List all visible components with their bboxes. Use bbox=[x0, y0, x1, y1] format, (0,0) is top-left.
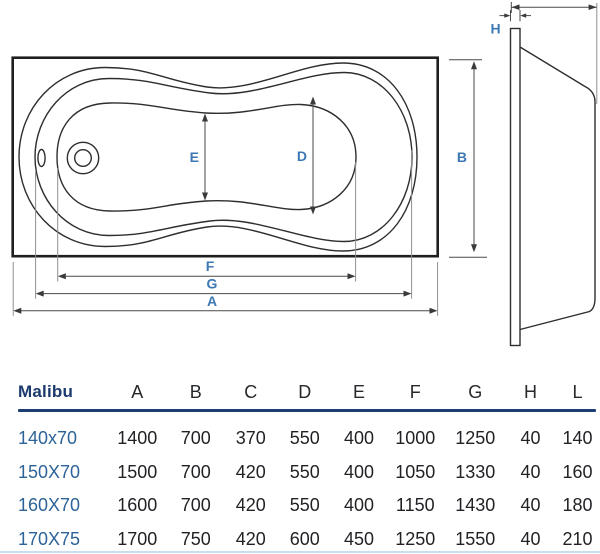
cell-value: 450 bbox=[343, 528, 375, 549]
cell-value: 1550 bbox=[455, 528, 496, 549]
table-header-col-F: F bbox=[409, 381, 421, 402]
cell-value: 550 bbox=[289, 428, 320, 449]
table-row: 140x70 1400 700 370 550 400 1000 1250 40… bbox=[0, 422, 600, 456]
dim-B: B bbox=[449, 59, 487, 258]
dim-side-depth bbox=[510, 2, 598, 104]
table-header-col-A: A bbox=[131, 381, 144, 402]
tub-basin-contour bbox=[56, 102, 357, 212]
bottom-divider bbox=[0, 551, 600, 553]
drain-inner-icon bbox=[73, 148, 92, 167]
dim-label-A: A bbox=[207, 293, 217, 309]
cell-value: 40 bbox=[520, 428, 541, 449]
cell-value: 700 bbox=[180, 495, 211, 516]
dimension-drawing: E D B F bbox=[11, 2, 598, 347]
cell-value: 1330 bbox=[455, 461, 496, 482]
cell-value: 400 bbox=[343, 428, 375, 449]
cell-value: 750 bbox=[180, 528, 211, 549]
dim-H: H bbox=[490, 10, 531, 37]
cell-value: 40 bbox=[520, 528, 541, 549]
cell-value: 1400 bbox=[117, 428, 158, 449]
table-row: 150X70 1500 700 420 550 400 1050 1330 40… bbox=[0, 456, 600, 490]
cell-value: 550 bbox=[289, 461, 320, 482]
dim-G: G bbox=[35, 150, 413, 299]
table-header-col-L: L bbox=[572, 381, 583, 402]
cell-value: 420 bbox=[235, 495, 266, 516]
dim-label-F: F bbox=[206, 258, 215, 274]
cell-value: 400 bbox=[343, 461, 375, 482]
row-label: 160X70 bbox=[18, 495, 81, 516]
cell-value: 370 bbox=[235, 428, 266, 449]
table-header-col-E: E bbox=[352, 381, 365, 402]
dim-D: D bbox=[297, 96, 316, 215]
table-header-col-D: D bbox=[298, 381, 312, 402]
cell-value: 700 bbox=[180, 428, 211, 449]
cell-value: 400 bbox=[343, 495, 375, 516]
row-label: 170X75 bbox=[18, 528, 81, 549]
table-header-col-B: B bbox=[189, 381, 202, 402]
side-view-body bbox=[519, 46, 596, 331]
row-label: 150X70 bbox=[18, 461, 81, 482]
tub-rim-outer-contour bbox=[18, 62, 418, 252]
cell-value: 40 bbox=[520, 495, 541, 516]
cell-value: 700 bbox=[180, 461, 211, 482]
tub-top-view bbox=[11, 56, 439, 258]
cell-value: 210 bbox=[562, 528, 593, 549]
cell-value: 1000 bbox=[395, 428, 436, 449]
table-header-col-H: H bbox=[524, 381, 537, 402]
cell-value: 420 bbox=[235, 528, 266, 549]
cell-value: 1700 bbox=[117, 528, 158, 549]
cell-value: 420 bbox=[235, 461, 266, 482]
overflow-hole-icon bbox=[37, 148, 46, 168]
table-header-row: Malibu A B C D E F G H L bbox=[0, 377, 600, 407]
cell-value: 600 bbox=[289, 528, 320, 549]
dim-label-H: H bbox=[490, 21, 500, 37]
side-view-flange bbox=[509, 27, 521, 347]
dim-label-D: D bbox=[297, 148, 307, 164]
header-rule bbox=[18, 409, 596, 412]
cell-value: 1250 bbox=[455, 428, 496, 449]
dim-F: F bbox=[57, 162, 357, 282]
dim-label-E: E bbox=[190, 149, 199, 165]
table-header-col-G: G bbox=[468, 381, 483, 402]
tub-side-view: H bbox=[490, 2, 598, 347]
spec-table: Malibu A B C D E F G H L 140x70 1400 700… bbox=[0, 377, 600, 554]
cell-value: 1050 bbox=[395, 461, 436, 482]
cell-value: 1600 bbox=[117, 495, 158, 516]
drain-outer-icon bbox=[66, 141, 100, 175]
cell-value: 140 bbox=[562, 428, 593, 449]
table-header-brand: Malibu bbox=[18, 382, 74, 401]
cell-value: 1250 bbox=[395, 528, 436, 549]
cell-value: 1500 bbox=[117, 461, 158, 482]
dim-A: A bbox=[12, 262, 439, 316]
cell-value: 1150 bbox=[395, 495, 435, 516]
cell-value: 180 bbox=[562, 495, 593, 516]
dim-E: E bbox=[190, 113, 208, 201]
row-label: 140x70 bbox=[18, 428, 78, 449]
tub-outer-frame bbox=[11, 56, 439, 258]
cell-value: 40 bbox=[520, 461, 541, 482]
cell-value: 550 bbox=[289, 495, 320, 516]
cell-value: 1430 bbox=[455, 495, 496, 516]
table-row: 170X75 1700 750 420 600 450 1250 1550 40… bbox=[0, 523, 600, 554]
table-header-col-C: C bbox=[244, 381, 258, 402]
table-row: 160X70 1600 700 420 550 400 1150 1430 40… bbox=[0, 489, 600, 523]
cell-value: 160 bbox=[562, 461, 593, 482]
dim-label-B: B bbox=[457, 149, 467, 165]
table-body: 140x70 1400 700 370 550 400 1000 1250 40… bbox=[0, 422, 600, 554]
dim-label-G: G bbox=[207, 276, 218, 292]
